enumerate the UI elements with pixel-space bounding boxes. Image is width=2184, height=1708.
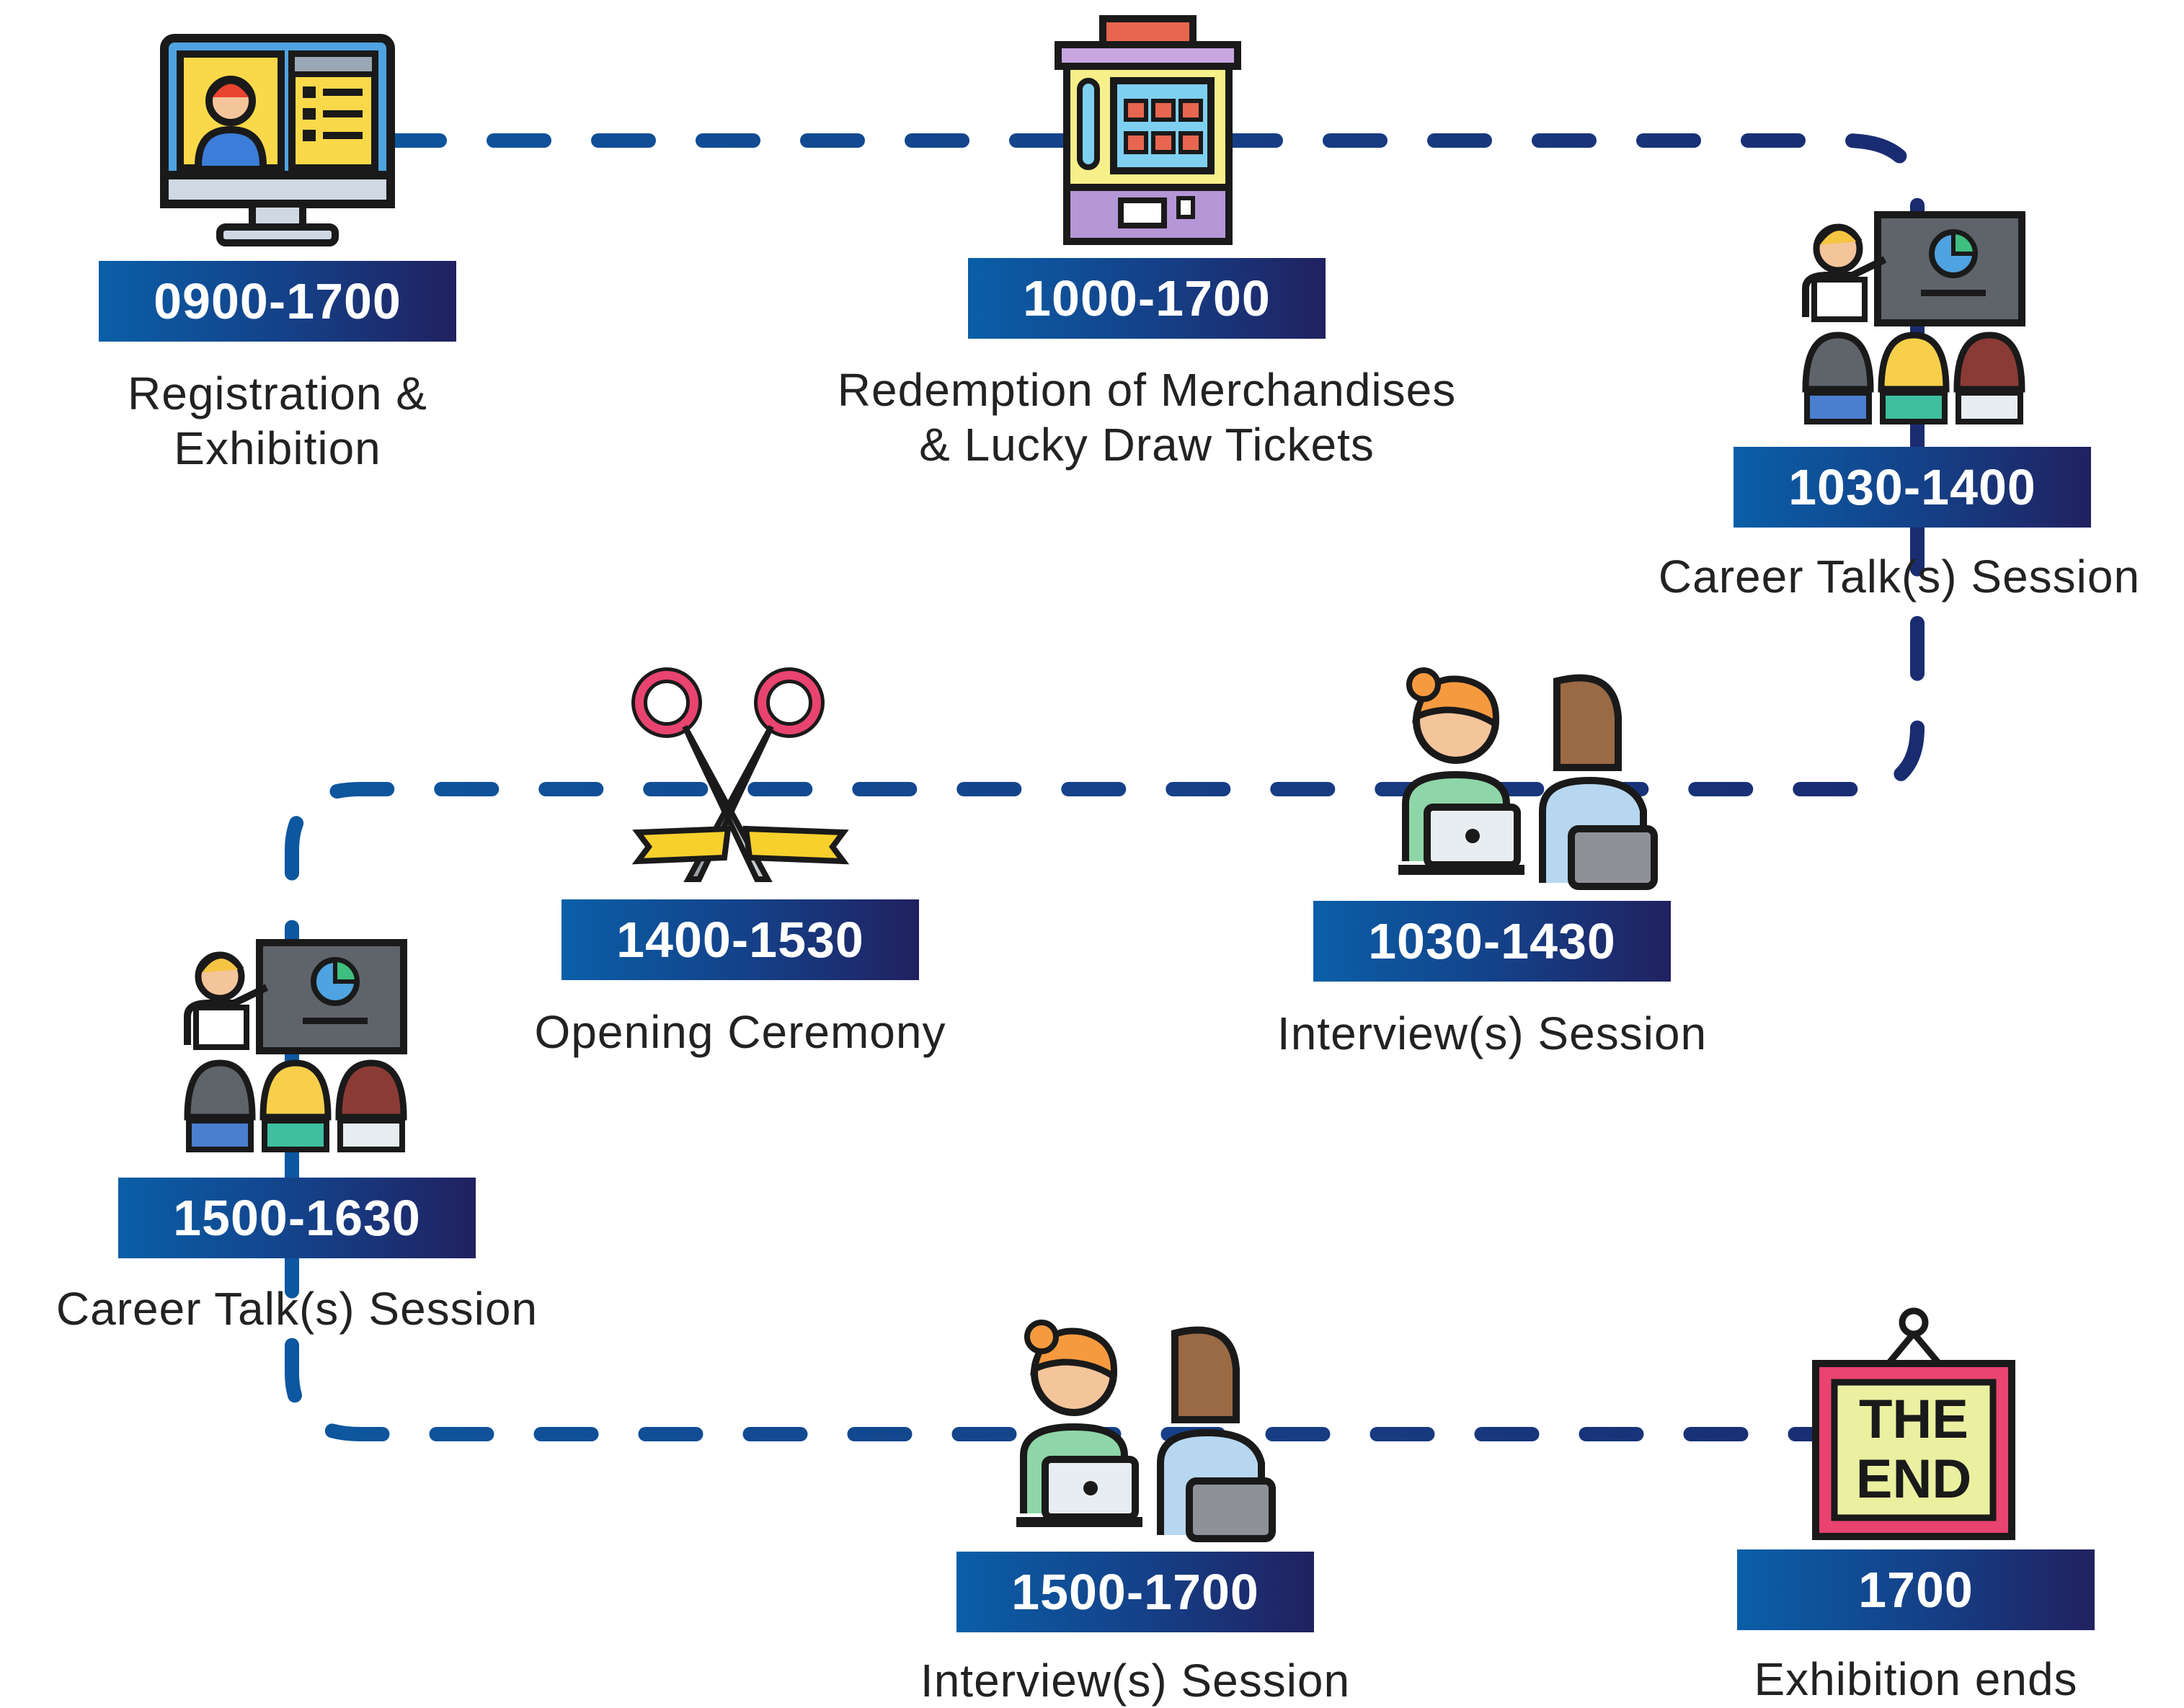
- time-badge: 1400-1530: [561, 899, 919, 980]
- time-badge: 1500-1700: [956, 1552, 1314, 1632]
- time-badge: 1700: [1737, 1549, 2095, 1630]
- svg-text:THE: THE: [1859, 1389, 1968, 1450]
- svg-text:END: END: [1856, 1449, 1971, 1510]
- time-badge: 1000-1700: [968, 258, 1326, 339]
- ribbon-cutting-icon: [631, 667, 850, 882]
- interview-icon: [1016, 1320, 1276, 1542]
- event-label: Opening Ceremony: [534, 1006, 946, 1058]
- event-label: Exhibition ends: [1754, 1653, 2078, 1705]
- time-badge: 1030-1430: [1313, 901, 1671, 982]
- event-label: Career Talk(s) Session: [56, 1283, 538, 1335]
- the-end-sign-icon: THE END: [1812, 1307, 2015, 1540]
- time-badge: 1030-1400: [1734, 447, 2091, 528]
- event-label: Interview(s) Session: [1277, 1008, 1708, 1059]
- event-label: Interview(s) Session: [920, 1655, 1351, 1707]
- event-label: Registration & Exhibition: [128, 368, 427, 474]
- presentation-audience-icon: [1802, 211, 2025, 424]
- time-badge: 1500-1630: [118, 1178, 476, 1258]
- interview-icon: [1398, 667, 1658, 890]
- time-badge: 0900-1700: [99, 261, 456, 342]
- timeline-dashed-line: [285, 133, 1925, 1441]
- computer-profile-icon: [160, 34, 395, 246]
- presentation-audience-icon: [184, 939, 407, 1152]
- event-label: Redemption of Merchandises & Lucky Draw …: [837, 364, 1457, 471]
- event-label: Career Talk(s) Session: [1658, 551, 2141, 602]
- vending-machine-icon: [1055, 15, 1241, 245]
